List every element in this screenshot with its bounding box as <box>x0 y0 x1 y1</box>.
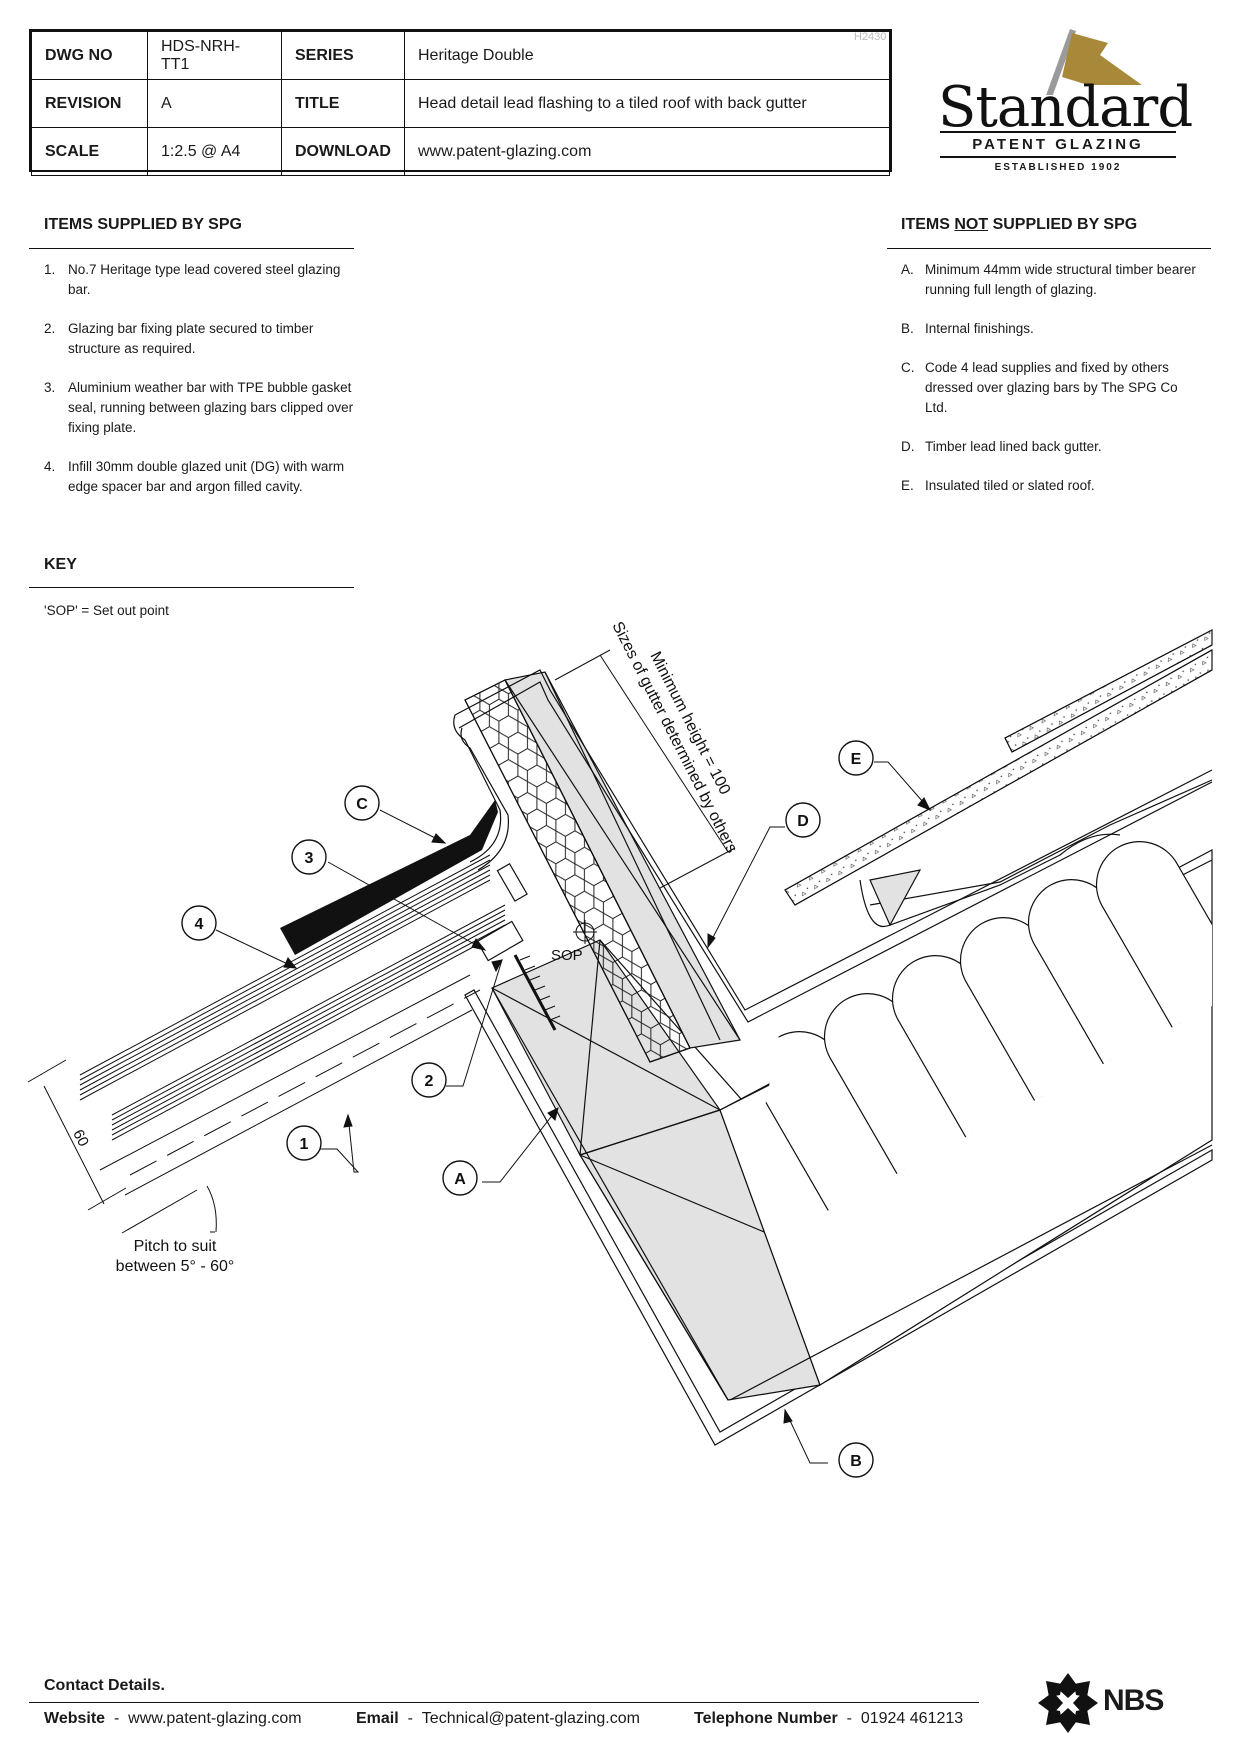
logo-rule-bottom <box>940 156 1176 158</box>
phone-number: 01924 461213 <box>860 1710 964 1727</box>
gutter-note-label: Sizes of gutter determined by others <box>608 619 740 856</box>
title-value: Head detail lead flashing to a tiled roo… <box>403 79 891 128</box>
min-height-dimension <box>27 649 736 1234</box>
logo-established: ESTABLISHED 1902 <box>994 162 1122 173</box>
dwg-no-value: HDS-NRH-TT1 <box>147 31 282 80</box>
phone-entry: Telephone Number - 01924 461213 <box>694 1710 964 1727</box>
drawing-ref: H2430 <box>854 31 887 43</box>
list-item: C.Code 4 lead supplies and fixed by othe… <box>901 360 1178 415</box>
website-link[interactable]: www.patent-glazing.com <box>128 1710 302 1727</box>
list-item: A.Minimum 44mm wide structural timber be… <box>901 262 1196 297</box>
email-link[interactable]: Technical@patent-glazing.com <box>421 1710 640 1727</box>
key-rule <box>29 587 354 588</box>
website-entry: Website - www.patent-glazing.com <box>44 1710 302 1727</box>
download-label: DOWNLOAD <box>281 127 405 176</box>
list-item: 4.Infill 30mm double glazed unit (DG) wi… <box>44 459 345 494</box>
callout-1 <box>286 1125 322 1161</box>
logo-rule-top <box>940 131 1176 133</box>
glazed-unit <box>79 854 506 1196</box>
roof-tiles <box>784 629 1213 906</box>
list-item: 2.Glazing bar fixing plate secured to ti… <box>44 321 314 356</box>
fixing-plate <box>476 862 597 1031</box>
callout-e <box>838 740 874 776</box>
callout-2 <box>411 1062 447 1098</box>
callout-3-label: 3 <box>305 850 314 867</box>
standard-logo: Standard PATENT GLAZING ESTABLISHED 1902 <box>938 25 1193 175</box>
callout-b-label: B <box>850 1453 862 1470</box>
flag-icon <box>1046 29 1142 95</box>
pitch-label-2: between 5° - 60° <box>116 1258 235 1275</box>
callout-b <box>838 1442 874 1478</box>
contact-heading: Contact Details. <box>44 1677 165 1694</box>
pitch-label-1: Pitch to suit <box>134 1238 217 1255</box>
title-block: DWG NO HDS-NRH-TT1 SERIES Heritage Doubl… <box>29 29 892 176</box>
lead-flashing <box>454 669 1213 1023</box>
callout-d-label: D <box>797 813 809 830</box>
list-item: D.Timber lead lined back gutter. <box>901 439 1102 454</box>
revision-label: REVISION <box>31 79 148 128</box>
not-supplied-rule <box>887 248 1211 249</box>
callout-c-label: C <box>356 796 368 813</box>
callout-1-label: 1 <box>300 1136 309 1153</box>
sop-label: SOP <box>551 947 583 964</box>
logo-sub: PATENT GLAZING <box>972 136 1144 153</box>
revision-value: A <box>147 79 282 128</box>
list-item: 3.Aluminium weather bar with TPE bubble … <box>44 380 354 435</box>
supplied-list: 1.No.7 Heritage type lead covered steel … <box>44 260 354 516</box>
key-text: 'SOP' = Set out point <box>44 603 169 618</box>
list-item: E.Insulated tiled or slated roof. <box>901 478 1095 493</box>
callout-a <box>442 1160 478 1196</box>
callout-4-label: 4 <box>195 916 204 933</box>
callout-d <box>785 802 821 838</box>
scale-value: 1:2.5 @ A4 <box>147 127 282 176</box>
supplied-heading: ITEMS SUPPLIED BY SPG <box>44 216 242 233</box>
nbs-logo: NBS <box>1035 1670 1165 1736</box>
series-label: SERIES <box>281 31 405 80</box>
title-label: TITLE <box>281 79 405 128</box>
nbs-icon <box>1038 1673 1098 1733</box>
nbs-text: NBS <box>1103 1684 1164 1717</box>
internal-finishing <box>464 989 1213 1446</box>
scale-label: SCALE <box>31 127 148 176</box>
not-supplied-heading: ITEMS NOT SUPPLIED BY SPG <box>901 216 1138 233</box>
download-link[interactable]: www.patent-glazing.com <box>403 127 891 176</box>
callout-2-label: 2 <box>425 1073 434 1090</box>
callout-e-label: E <box>851 751 862 768</box>
callout-4 <box>181 905 217 941</box>
callout-3 <box>291 839 327 875</box>
not-supplied-list: A.Minimum 44mm wide structural timber be… <box>901 260 1201 515</box>
lead-flashing-c <box>280 800 498 955</box>
callout-c <box>344 785 380 821</box>
callout-a-label: A <box>454 1171 466 1188</box>
list-item: 1.No.7 Heritage type lead covered steel … <box>44 262 341 297</box>
footer-rule <box>29 1702 979 1703</box>
email-entry: Email - Technical@patent-glazing.com <box>356 1710 640 1727</box>
supplied-rule <box>29 248 354 249</box>
dim-60-label: 60 <box>69 1127 92 1150</box>
logo-word: Standard <box>938 75 1193 140</box>
list-item: B.Internal finishings. <box>901 321 1034 336</box>
key-heading: KEY <box>44 556 77 573</box>
